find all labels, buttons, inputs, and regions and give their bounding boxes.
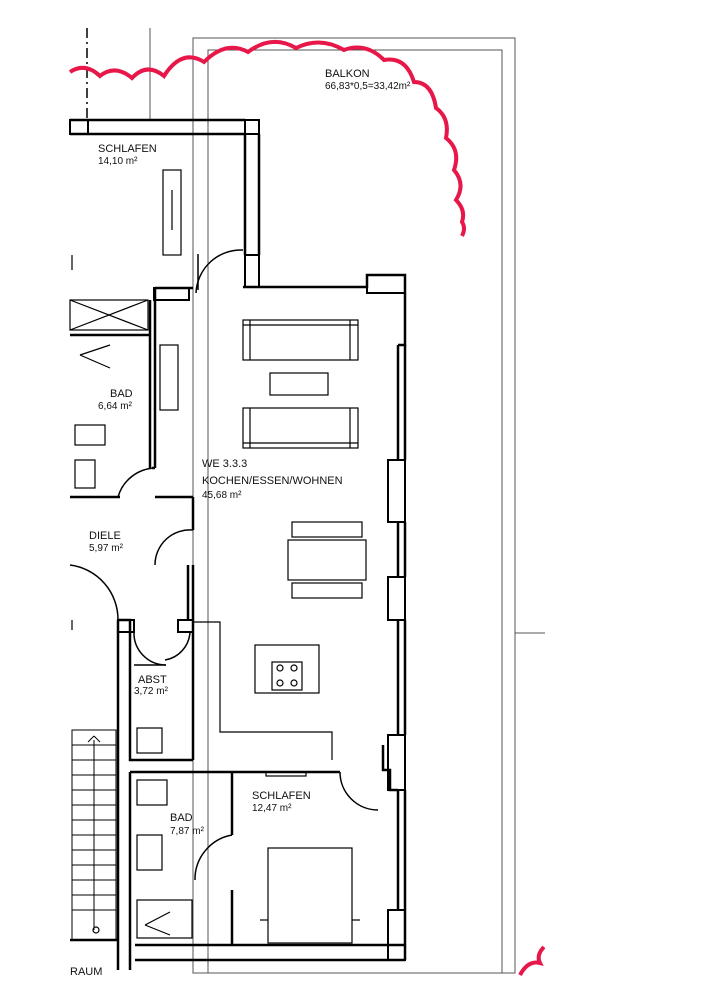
revision-cloud bbox=[68, 40, 466, 237]
room-area-bad-bottom: 7,87 m² bbox=[170, 826, 204, 837]
edge-marks bbox=[71, 255, 100, 934]
room-name-raum: RAUM bbox=[70, 966, 103, 978]
room-area-schlafen-bottom: 12,47 m² bbox=[252, 803, 292, 814]
room-area-wohnen: 45,68 m² bbox=[202, 490, 242, 501]
room-area-schlafen-top: 14,10 m² bbox=[98, 156, 138, 167]
room-name-bad-bottom: BAD bbox=[170, 812, 193, 824]
furniture bbox=[69, 169, 367, 944]
unit-number: WE 3.3.3 bbox=[202, 458, 248, 470]
room-name-diele: DIELE bbox=[89, 530, 121, 542]
revision-cloud-bottom bbox=[518, 945, 546, 976]
room-name-wohnen: KOCHEN/ESSEN/WOHNEN bbox=[202, 475, 343, 487]
room-name-balkon: BALKON bbox=[325, 68, 370, 80]
room-area-abst: 3,72 m² bbox=[134, 686, 168, 697]
room-area-balkon: 66,83*0,5=33,42m² bbox=[325, 81, 411, 92]
room-name-abst: ABST bbox=[138, 674, 167, 686]
door-swings bbox=[69, 249, 379, 881]
room-name-schlafen-top: SCHLAFEN bbox=[98, 143, 157, 155]
room-name-schlafen-bottom: SCHLAFEN bbox=[252, 790, 311, 802]
column-markers bbox=[69, 119, 406, 961]
room-area-bad-top: 6,64 m² bbox=[98, 401, 132, 412]
room-name-bad-top: BAD bbox=[110, 388, 133, 400]
room-area-diele: 5,97 m² bbox=[89, 543, 123, 554]
